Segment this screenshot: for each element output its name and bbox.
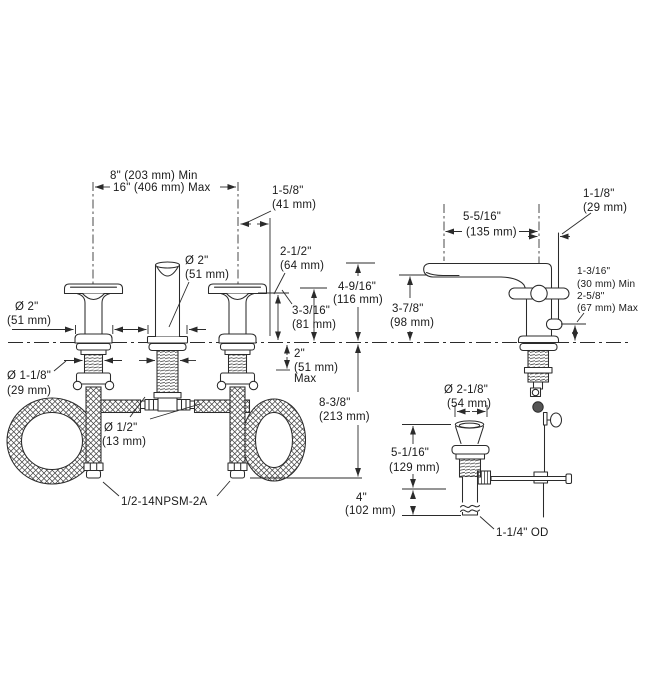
label-spout-height-mm: (98 mm) <box>390 317 434 329</box>
dim-handle-height <box>258 272 289 341</box>
label-max-deck-in: 2" <box>294 348 305 360</box>
clevis-strap <box>542 411 548 426</box>
label-hose-diameter-mm: (13 mm) <box>102 436 146 448</box>
side-escutcheon <box>517 335 560 344</box>
pipe-break-symbol <box>459 504 481 513</box>
leader-hose-diameter <box>129 396 201 420</box>
label-rear-clearance-mm: (29 mm) <box>583 202 627 214</box>
side-view: 5-5/16" (135 mm) 1-1/8" (29 mm) 3-7/8" (… <box>345 188 638 539</box>
label-drain-height-mm: (129 mm) <box>389 462 440 474</box>
label-overall-height-mm: (116 mm) <box>333 294 383 306</box>
dim-shank-diameter <box>53 357 196 372</box>
dim-spout-height <box>399 274 427 341</box>
spout-assembly <box>146 261 189 394</box>
dim-overall-height <box>346 262 375 341</box>
label-handle-edge-offset-mm: (41 mm) <box>272 199 316 211</box>
label-tailpiece-od: 1-1/4" OD <box>496 527 549 539</box>
front-view: 8" (203 mm) Min 16" (406 mm) Max 1-5/8" … <box>6 170 383 508</box>
side-shank-and-linkage <box>490 342 573 518</box>
label-spout-reach-in: 5-5/16" <box>463 211 501 223</box>
label-spread-max: 16" (406 mm) Max <box>113 182 210 194</box>
label-spread-min: 8" (203 mm) Min <box>110 170 198 182</box>
tailpiece <box>461 476 479 516</box>
dim-rear-clearance <box>528 212 592 240</box>
leader-supply-thread <box>102 480 231 497</box>
pivot-rod <box>490 475 567 482</box>
label-deck-range-max-in: 2-5/8" <box>577 291 605 302</box>
label-deck-range-max-mm: (67 mm) Max <box>577 303 638 314</box>
dim-deck-thickness-range <box>561 312 586 341</box>
dim-spout-base-height <box>281 287 327 341</box>
leader-tailpiece-od <box>479 516 495 530</box>
label-overall-height-in: 4-9/16" <box>338 281 376 293</box>
label-handle-height-in: 2-1/2" <box>280 246 312 258</box>
dim-max-deck-thickness <box>276 344 290 371</box>
label-spout-base-height-mm: (81 mm) <box>292 319 336 331</box>
dim-drain-height <box>402 424 451 490</box>
label-drain-height-in: 5-1/16" <box>391 447 429 459</box>
dim-handle-edge-offset <box>240 210 272 336</box>
label-hose-diameter-in: Ø 1/2" <box>104 422 137 434</box>
hose-to-tee-left <box>94 399 142 414</box>
side-handle-hub <box>530 284 548 303</box>
label-supply-thread: 1/2-14NPSM-2A <box>121 496 207 508</box>
dim-base-diameters <box>12 281 206 334</box>
label-drain-flange-mm: (54 mm) <box>447 398 491 410</box>
label-tailpiece-length-mm: (102 mm) <box>345 505 396 517</box>
label-spout-reach-mm: (135 mm) <box>466 227 517 239</box>
label-below-deck-mm: (213 mm) <box>319 411 370 423</box>
label-handle-edge-offset-in: 1-5/8" <box>272 185 304 197</box>
label-handle-base-diameter-mm: (51 mm) <box>7 315 51 327</box>
supply-hose-left-loop <box>6 397 98 485</box>
label-drain-flange-in: Ø 2-1/8" <box>444 384 488 396</box>
dim-drain-flange-diameter <box>454 405 488 417</box>
label-handle-base-diameter-in: Ø 2" <box>15 301 38 313</box>
spout-opening-arc <box>156 266 179 277</box>
lift-rod-knob <box>549 412 563 428</box>
label-spout-base-height-in: 3-3/16" <box>292 305 330 317</box>
label-deck-range-min-mm: (30 mm) Min <box>577 279 635 290</box>
label-max-deck-mm: (51 mm) <box>294 362 338 374</box>
supply-hose-right-loop <box>241 398 307 482</box>
label-spout-diameter-mm: (51 mm) <box>185 269 229 281</box>
label-deck-range-min-in: 1-3/16" <box>577 266 611 277</box>
pivot-nut <box>476 470 492 485</box>
aerator-line <box>425 271 460 277</box>
side-faucet-body <box>423 232 570 344</box>
label-tailpiece-length-in: 4" <box>356 492 367 504</box>
body-side-stub <box>545 318 563 331</box>
label-shank-diameter-mm: (29 mm) <box>7 385 51 397</box>
pivot-rod-end <box>565 473 573 485</box>
label-spout-height-in: 3-7/8" <box>392 303 424 315</box>
dim-below-deck-length <box>250 344 362 479</box>
label-below-deck-in: 8-3/8" <box>319 397 351 409</box>
label-handle-height-mm: (64 mm) <box>280 260 324 272</box>
label-rear-clearance-in: 1-1/8" <box>583 188 615 200</box>
label-shank-diameter-in: Ø 1-1/8" <box>7 370 51 382</box>
dim-tailpiece-length <box>402 490 461 516</box>
drain-assembly <box>451 420 492 516</box>
label-spout-diameter-in: Ø 2" <box>185 255 208 267</box>
label-max-deck-max: Max <box>294 373 316 385</box>
